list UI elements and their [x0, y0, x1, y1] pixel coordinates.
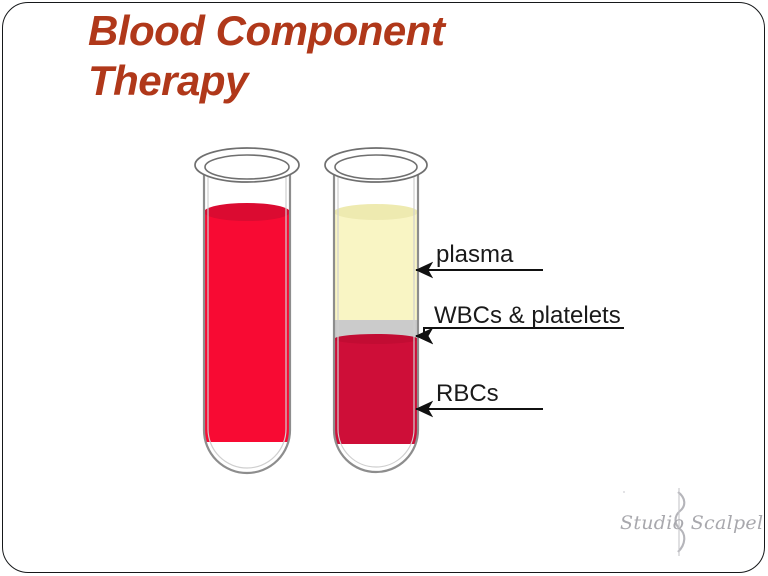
rbc-layer [334, 339, 418, 444]
whole-blood-surface [204, 203, 290, 221]
tube-rim-inner [334, 154, 418, 180]
tube-glass-wall [332, 170, 420, 474]
scalpel-icon [623, 488, 686, 556]
tube-glass-inner-wall [337, 170, 415, 468]
wbc-leader-path [415, 327, 624, 345]
plasma-layer [334, 212, 418, 320]
callout-label-plasma: plasma [436, 241, 514, 268]
centrifuged-blood-tube [324, 147, 428, 474]
watermark: Studio Scalpel [612, 486, 763, 558]
tube-glass-inner-wall [207, 170, 287, 469]
callout-plasma: plasma [415, 241, 543, 279]
tube-rim-inner [204, 154, 290, 180]
plasma-surface [334, 204, 418, 220]
rbc-surface [334, 334, 418, 344]
callout-wbcs-platelets: WBCs & platelets [415, 302, 624, 345]
buffy-coat-layer [334, 320, 418, 339]
tube-glass-wall [202, 170, 292, 475]
callout-rbcs: RBCs [415, 380, 543, 418]
callout-label-rbcs: RBCs [436, 380, 499, 407]
whole-blood-tube [194, 147, 300, 475]
whole-blood-fill [204, 212, 290, 442]
watermark-label: Studio Scalpel [620, 512, 764, 534]
page-title: Blood Component Therapy [88, 7, 445, 104]
callout-label-wbcs-platelets: WBCs & platelets [434, 302, 621, 329]
